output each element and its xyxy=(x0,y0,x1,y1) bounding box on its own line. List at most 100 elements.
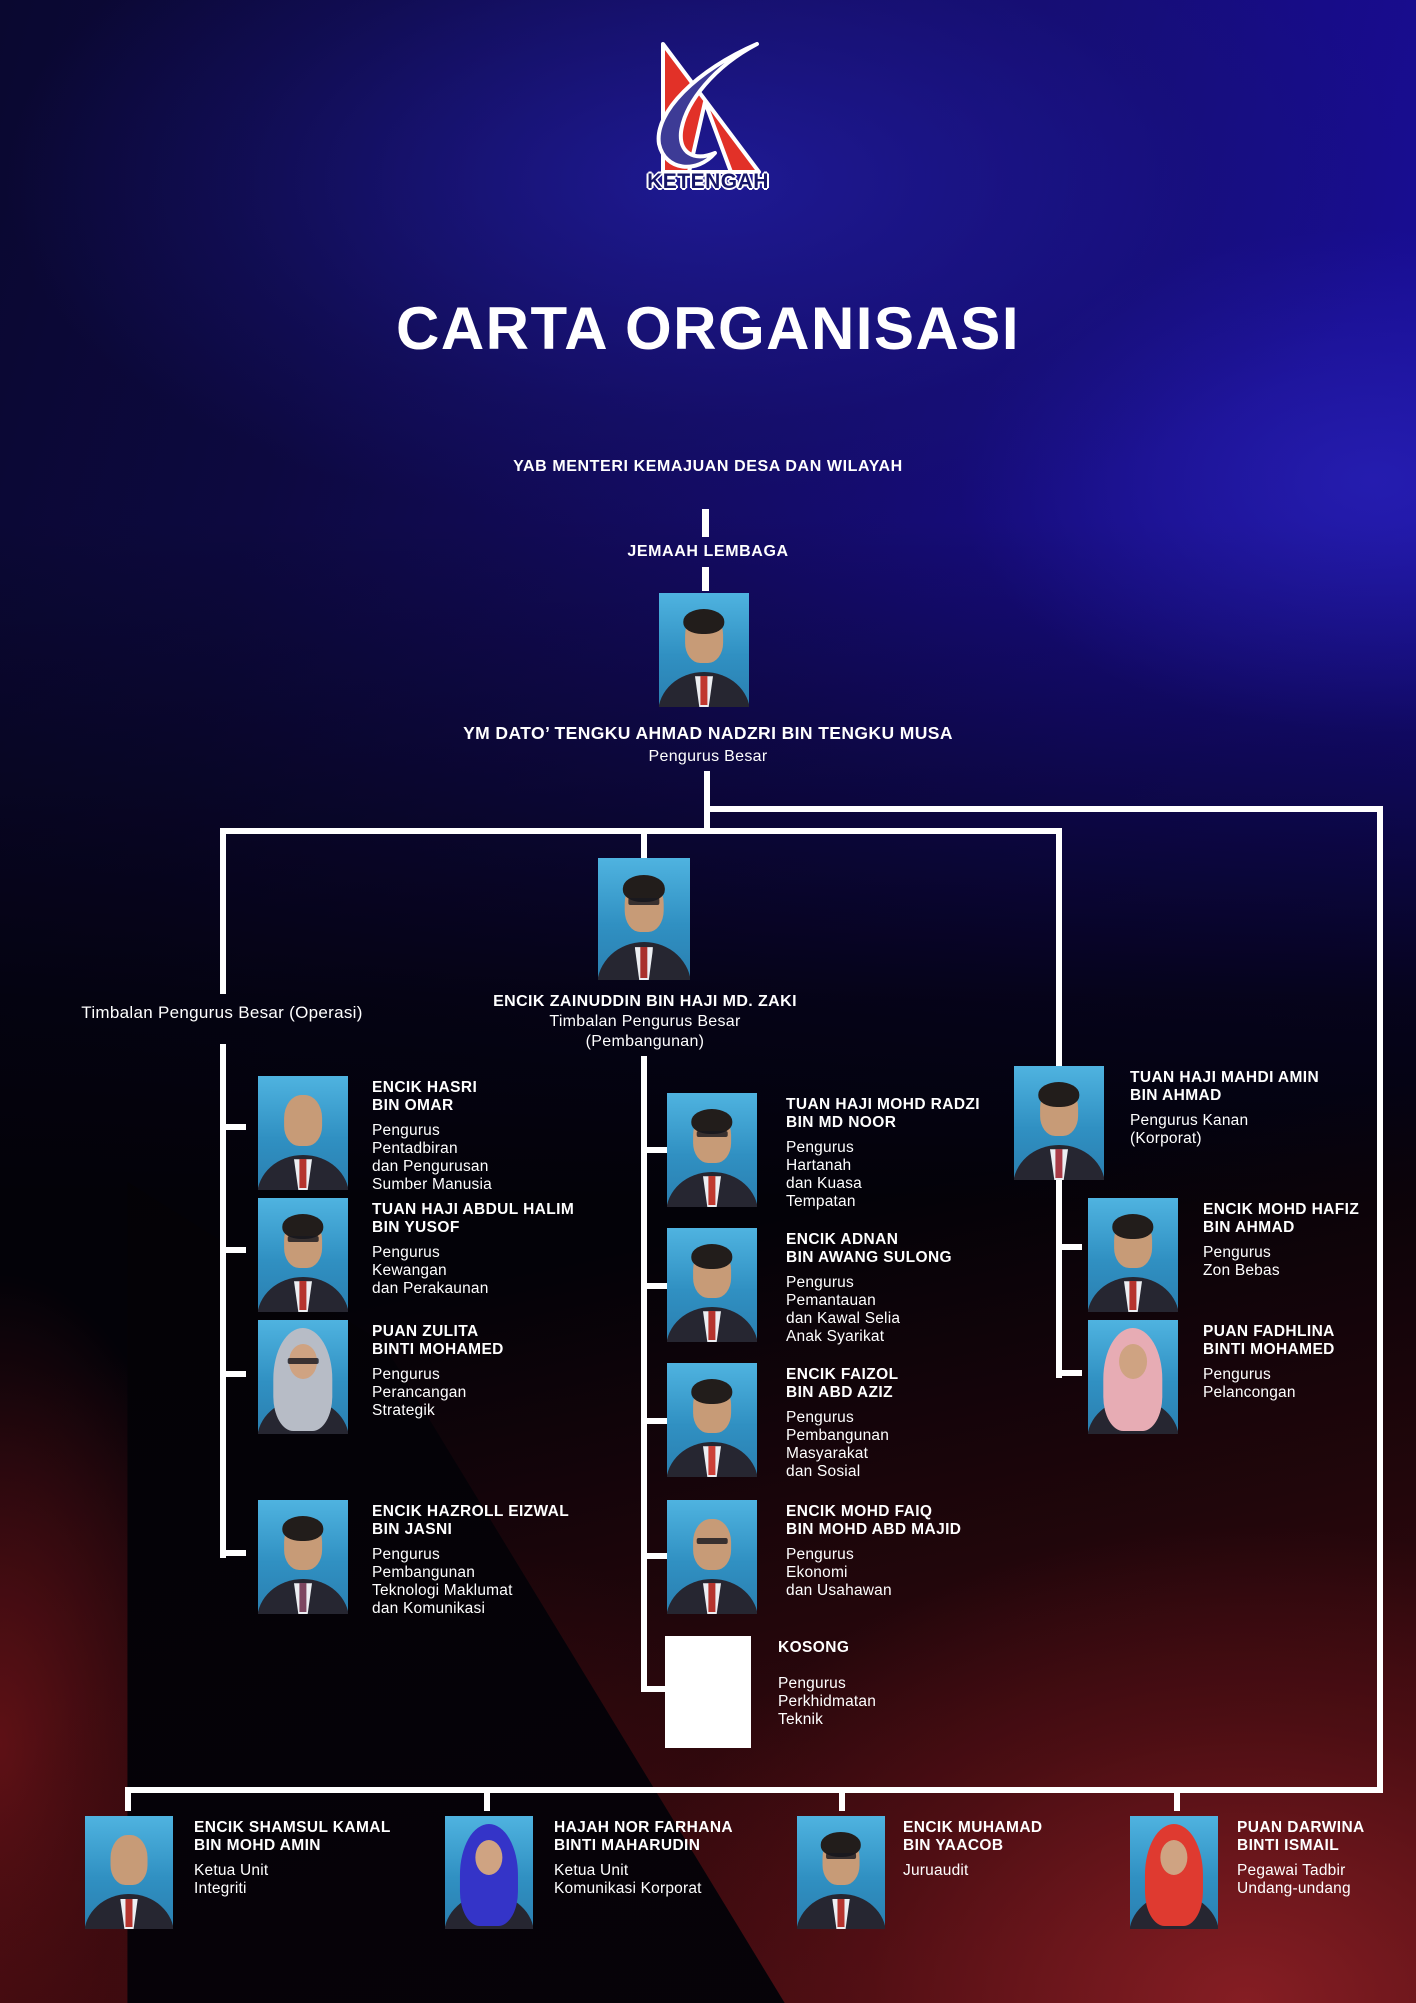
gm-portrait-photo xyxy=(659,593,749,707)
stub-fadhlina xyxy=(1062,1370,1082,1376)
stub-darwina xyxy=(1174,1789,1180,1811)
person-name: HAJAH NOR FARHANA BINTI MAHARUDIN xyxy=(554,1819,734,1854)
minister-label: YAB MENTERI KEMAJUAN DESA DAN WILAYAH xyxy=(513,458,903,475)
stub-hazroll xyxy=(226,1550,246,1556)
portrait-photo xyxy=(1088,1198,1178,1312)
person-shamsul: ENCIK SHAMSUL KAMAL BIN MOHD AMIN Ketua … xyxy=(85,1816,391,1929)
portrait-photo xyxy=(445,1816,533,1929)
vacant-label: KOSONG xyxy=(778,1639,850,1656)
person-role: Ketua Unit Komunikasi Korporat xyxy=(554,1862,702,1897)
person-role: Juruaudit xyxy=(903,1862,969,1879)
connector-drop-korporat xyxy=(1056,828,1062,1068)
person-name: PUAN FADHLINA BINTI MOHAMED xyxy=(1203,1323,1335,1358)
portrait-photo xyxy=(797,1816,885,1929)
person-darwina: PUAN DARWINA BINTI ISMAIL Pegawai Tadbir… xyxy=(1130,1816,1365,1929)
person-role: Pengurus Zon Bebas xyxy=(1203,1244,1280,1279)
connector-minister-board xyxy=(702,509,709,537)
stub-zulita xyxy=(226,1371,246,1377)
stub-halim xyxy=(226,1247,246,1253)
person-radzi: TUAN HAJI MOHD RADZI BIN MD NOOR Penguru… xyxy=(667,1093,980,1211)
connector-drop-pembangunan xyxy=(641,828,647,860)
ketengah-logo-icon xyxy=(656,42,761,174)
portrait-photo xyxy=(258,1198,348,1312)
person-role: Pengurus Pentadbiran dan Pengurusan Sumb… xyxy=(372,1122,492,1193)
person-role: Pengurus Ekonomi dan Usahawan xyxy=(786,1546,892,1599)
stub-muhamad xyxy=(839,1789,845,1811)
pembangunan-spine xyxy=(641,1056,647,1692)
portrait-photo xyxy=(667,1228,757,1342)
person-role: Pengurus Pembangunan Teknologi Maklumat … xyxy=(372,1546,513,1617)
person-role: Pengurus Kewangan dan Perakaunan xyxy=(372,1244,489,1297)
person-name: ENCIK MOHD HAFIZ BIN AHMAD xyxy=(1203,1201,1360,1236)
portrait-photo xyxy=(85,1816,173,1929)
person-role: Pegawai Tadbir Undang-undang xyxy=(1237,1862,1351,1897)
portrait-photo xyxy=(258,1076,348,1190)
board-label: JEMAAH LEMBAGA xyxy=(627,543,789,560)
person-name: TUAN HAJI ABDUL HALIM BIN YUSOF xyxy=(372,1201,575,1236)
portrait-photo xyxy=(258,1320,348,1434)
person-name: ENCIK MOHD FAIQ BIN MOHD ABD MAJID xyxy=(786,1503,962,1538)
connector-far-right-vertical xyxy=(1377,806,1383,1793)
person-role: Pengurus Pelancongan xyxy=(1203,1366,1296,1401)
person-hafiz: ENCIK MOHD HAFIZ BIN AHMAD Pengurus Zon … xyxy=(1088,1198,1359,1312)
person-role: Pengurus Kanan (Korporat) xyxy=(1130,1112,1249,1147)
portrait-photo xyxy=(258,1500,348,1614)
portrait-photo xyxy=(1014,1066,1104,1180)
stub-hasri xyxy=(226,1124,246,1130)
vacant-position-node: KOSONG Pengurus Perkhidmatan Teknik xyxy=(665,1636,876,1748)
portrait-photo xyxy=(667,1363,757,1477)
person-faizol: ENCIK FAIZOL BIN ABD AZIZ Pengurus Pemba… xyxy=(667,1363,898,1481)
gm-node xyxy=(659,593,749,707)
person-hasri: ENCIK HASRI BIN OMAR Pengurus Pentadbira… xyxy=(258,1076,492,1194)
operasi-spine xyxy=(220,1044,226,1558)
person-zulita: PUAN ZULITA BINTI MOHAMED Pengurus Peran… xyxy=(258,1320,504,1434)
person-name: ENCIK HAZROLL EIZWAL BIN JASNI xyxy=(372,1503,570,1538)
stub-faiq xyxy=(647,1553,667,1559)
stub-radzi xyxy=(647,1147,667,1153)
person-mahdi: TUAN HAJI MAHDI AMIN BIN AHMAD Pengurus … xyxy=(1014,1066,1319,1180)
portrait-photo xyxy=(667,1093,757,1207)
gm-role: Pengurus Besar xyxy=(648,748,768,765)
person-name: ENCIK ZAINUDDIN BIN HAJI MD. ZAKI xyxy=(493,993,797,1010)
vacant-role: Pengurus Perkhidmatan Teknik xyxy=(778,1675,877,1728)
deputy-pembangunan-node xyxy=(598,858,690,980)
stub-shamsul xyxy=(125,1789,131,1811)
connector-right-horizontal xyxy=(704,806,1383,812)
person-name: TUAN HAJI MAHDI AMIN BIN AHMAD xyxy=(1130,1069,1320,1104)
person-name: ENCIK SHAMSUL KAMAL BIN MOHD AMIN xyxy=(194,1819,391,1854)
person-name: ENCIK ADNAN BIN AWANG SULONG xyxy=(786,1231,952,1266)
person-name: TUAN HAJI MOHD RADZI BIN MD NOOR xyxy=(786,1096,980,1131)
stub-farhana xyxy=(484,1789,490,1811)
korporat-spine xyxy=(1056,1164,1062,1378)
ketengah-logo-text: KETENGAH xyxy=(647,170,769,193)
stub-adnan xyxy=(647,1283,667,1289)
person-name: ENCIK MUHAMAD BIN YAACOB xyxy=(903,1819,1043,1854)
deputy-pembangunan-label: ENCIK ZAINUDDIN BIN HAJI MD. ZAKI Timbal… xyxy=(493,993,797,1052)
connector-gm-down xyxy=(704,771,710,834)
person-name: PUAN ZULITA BINTI MOHAMED xyxy=(372,1323,504,1358)
person-name: PUAN DARWINA BINTI ISMAIL xyxy=(1237,1819,1365,1854)
portrait-photo xyxy=(1130,1816,1218,1929)
person-faiq: ENCIK MOHD FAIQ BIN MOHD ABD MAJID Pengu… xyxy=(667,1500,961,1614)
person-fadhlina: PUAN FADHLINA BINTI MOHAMED Pengurus Pel… xyxy=(1088,1320,1335,1434)
person-role: Pengurus Hartanah dan Kuasa Tempatan xyxy=(786,1139,862,1210)
person-role: Pengurus Pemantauan dan Kawal Selia Anak… xyxy=(786,1274,901,1345)
vacant-photo-placeholder xyxy=(665,1636,751,1748)
stub-kosong xyxy=(647,1686,667,1692)
person-name: ENCIK HASRI BIN OMAR xyxy=(372,1079,478,1114)
page-title: CARTA ORGANISASI xyxy=(396,295,1020,362)
ketengah-logo: KETENGAH xyxy=(598,40,818,194)
person-role: Ketua Unit Integriti xyxy=(194,1862,269,1897)
portrait-photo xyxy=(667,1500,757,1614)
person-farhana: HAJAH NOR FARHANA BINTI MAHARUDIN Ketua … xyxy=(445,1816,733,1929)
person-name: ENCIK FAIZOL BIN ABD AZIZ xyxy=(786,1366,899,1401)
person-role: Pengurus Pembangunan Masyarakat dan Sosi… xyxy=(786,1409,890,1480)
portrait-photo xyxy=(1088,1320,1178,1434)
deputy-operasi-label: Timbalan Pengurus Besar (Operasi) xyxy=(81,1003,363,1022)
person-adnan: ENCIK ADNAN BIN AWANG SULONG Pengurus Pe… xyxy=(667,1228,952,1346)
connector-bottom-horizontal xyxy=(125,1787,1383,1793)
person-halim: TUAN HAJI ABDUL HALIM BIN YUSOF Pengurus… xyxy=(258,1198,574,1312)
person-role: Timbalan Pengurus Besar (Pembangunan) xyxy=(549,1013,741,1050)
stub-hafiz xyxy=(1062,1244,1082,1250)
